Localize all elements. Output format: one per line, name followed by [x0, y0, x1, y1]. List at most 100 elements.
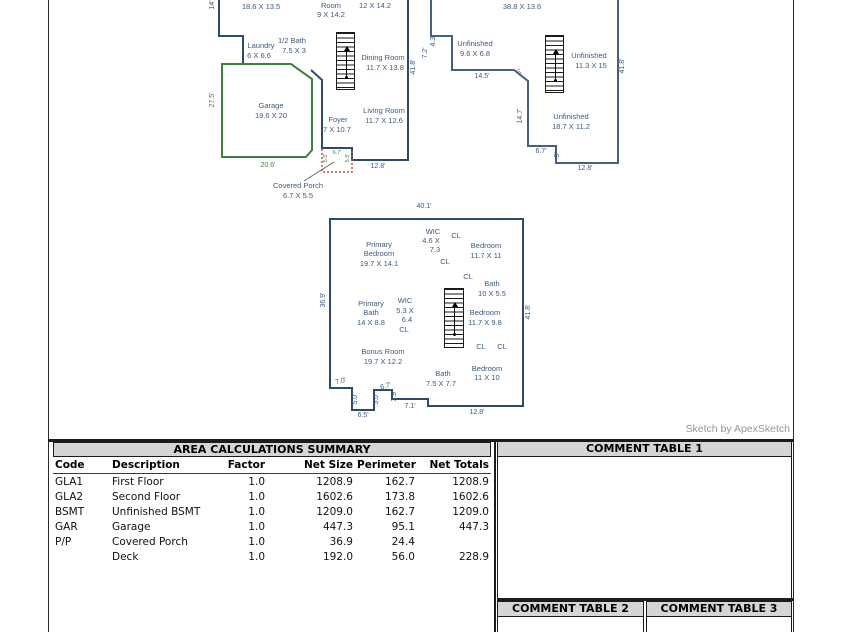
area-table-cell: GLA1 — [55, 475, 84, 488]
second-floor-label: 3.9' — [391, 390, 398, 402]
area-table-cell: 1.0 — [248, 505, 265, 518]
basement-outline — [430, 0, 619, 164]
first-floor-label: 12 X 14.2 — [358, 1, 392, 10]
second-floor-label: WIC — [425, 227, 441, 236]
second-floor-label: 11.7 X 11 — [470, 251, 502, 260]
area-table-cell: Unfinished BSMT — [112, 505, 201, 518]
first-floor-label: 9 X 14.2 — [317, 10, 345, 19]
basement-label: Unfinished — [553, 112, 589, 121]
area-table-cell: 1.0 — [248, 520, 265, 533]
comment-table-2-title: COMMENT TABLE 2 — [498, 602, 643, 617]
col-code: Code — [53, 458, 110, 474]
col-perimeter: Perimeter — [355, 458, 417, 474]
section-divider — [48, 439, 794, 442]
area-table-cell: 1.0 — [248, 550, 265, 563]
second-floor-label: CL — [497, 342, 507, 351]
area-table-cell: GLA2 — [55, 490, 84, 503]
second-floor-label: Bedroom — [363, 249, 395, 258]
second-floor-outline — [329, 218, 524, 411]
second-floor-label: CL — [399, 325, 409, 334]
second-floor-label: CL — [463, 272, 473, 281]
second-floor-label: 12.8' — [469, 409, 485, 416]
page-right-border — [793, 0, 794, 632]
second-floor-label: CL — [451, 231, 461, 240]
first-floor-label: 5.5' — [323, 153, 329, 163]
first-floor-label: 18.6 X 13.5 — [241, 2, 281, 11]
area-table-cell: 95.1 — [391, 520, 415, 533]
basement-label: 9.6 X 6.8 — [459, 49, 491, 58]
area-table-cell: 192.0 — [322, 550, 353, 563]
second-floor-label: 11.7 X 9.8 — [468, 318, 502, 327]
second-floor-label: 41.8' — [525, 304, 532, 320]
second-floor-label: 36.9' — [320, 292, 327, 308]
second-floor-label: 19.7 X 14.1 — [359, 259, 399, 268]
first-floor-label: 5.5' — [345, 153, 351, 163]
first-floor-label: Dining Room — [361, 53, 405, 62]
basement-label: 11.3 X 15 — [575, 61, 607, 70]
basement-label: 14.5' — [474, 73, 490, 80]
area-table-header-row: Code Description Factor Net Size Perimet… — [53, 458, 491, 474]
second-floor-label: Bath — [484, 279, 500, 288]
stairs-direction-arrow — [552, 48, 559, 82]
basement-label: Unfinished — [457, 39, 493, 48]
second-floor-label: Primary — [358, 299, 384, 308]
comment-table-1: COMMENT TABLE 1 — [497, 441, 792, 599]
column-divider — [494, 439, 496, 632]
area-table-cell: 1208.9 — [316, 475, 353, 488]
area-table-cell: 447.3 — [458, 520, 489, 533]
first-floor-label: 12.8' — [370, 163, 386, 170]
stairs-icon — [336, 32, 355, 90]
basement-label: 41.8' — [619, 58, 626, 74]
second-floor-label: 5.0' — [373, 393, 380, 405]
sketch-labels-layer: Great Room18.6 X 13.5BreakfastRoom9 X 14… — [209, 0, 626, 419]
second-floor-label: Primary — [366, 240, 392, 249]
second-floor-label: CL — [476, 342, 486, 351]
stairs-direction-arrow — [452, 302, 458, 337]
area-table-cell: 162.7 — [384, 475, 415, 488]
area-table-cell: First Floor — [112, 475, 164, 488]
second-floor-label: 11 X 10 — [474, 373, 500, 382]
floor-plan-sketch — [218, 0, 619, 411]
area-table-cell — [53, 549, 110, 564]
first-floor-label: 6 X 6.6 — [247, 51, 271, 60]
area-table-cell: 173.8 — [384, 490, 415, 503]
comment-table-3-title: COMMENT TABLE 3 — [647, 602, 791, 617]
comment-table-2: COMMENT TABLE 2 — [497, 601, 644, 632]
second-floor-label: CL — [440, 257, 450, 266]
area-table-cell: GAR — [55, 520, 78, 533]
first-floor-label: Room — [320, 1, 342, 10]
second-floor-label: Bath — [435, 369, 451, 378]
area-table-cell: 1209.0 — [452, 505, 489, 518]
stairs-direction-arrow — [343, 45, 350, 79]
comment-table-1-title: COMMENT TABLE 1 — [498, 442, 791, 457]
first-floor-label: Living Room — [363, 106, 405, 115]
basement-label: 12.8' — [577, 165, 593, 172]
basement-label: 38.8 X 13.6 — [502, 2, 542, 11]
second-floor-label: Bedroom — [469, 308, 501, 317]
second-floor-label: 7.3 — [429, 245, 441, 254]
page-left-border — [48, 0, 49, 632]
area-table-grid: Code Description Factor Net Size Perimet… — [53, 458, 491, 564]
area-table-cell: 1602.6 — [316, 490, 353, 503]
first-floor-label: 6.7' — [332, 150, 342, 156]
first-floor-label: Laundry — [247, 41, 275, 50]
area-table-cell: Deck — [112, 550, 139, 563]
area-table-cell: 56.0 — [391, 550, 415, 563]
second-floor-label: WIC — [397, 296, 413, 305]
second-floor-label: 7.1' — [404, 403, 416, 410]
first-floor-label: 19.6 X 20 — [254, 111, 288, 120]
area-table-cell: 1.0 — [248, 490, 265, 503]
second-floor-label: 5.3 X — [396, 306, 414, 315]
first-floor-label: 7.5 X 3 — [282, 46, 306, 55]
second-floor-label: 40.1' — [416, 203, 432, 210]
second-floor-label: 6.4 — [401, 315, 413, 324]
first-floor-label: 14' — [209, 0, 216, 10]
second-floor-label: 19.7 X 12.2 — [363, 357, 403, 366]
area-table-cell: 24.4 — [391, 535, 415, 548]
second-floor-label: 7.5 X 7.7 — [425, 379, 457, 388]
col-factor: Factor — [210, 458, 267, 474]
